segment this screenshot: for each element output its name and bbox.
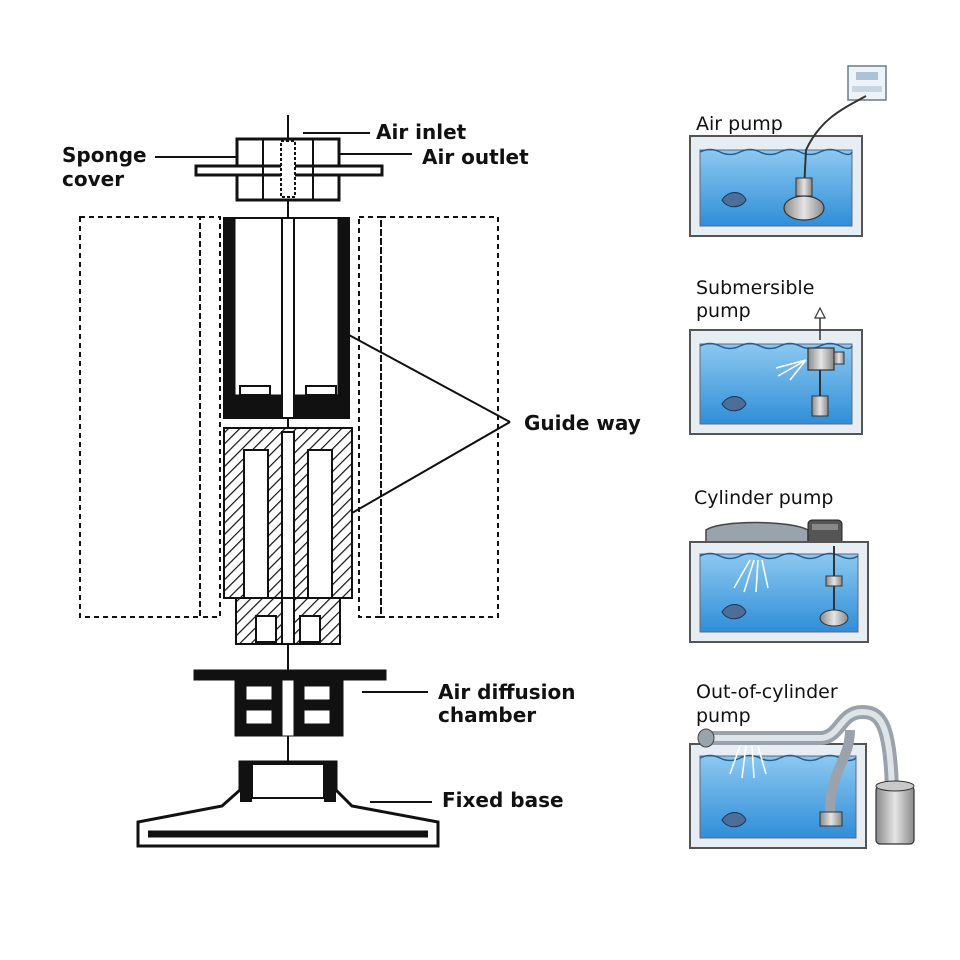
top-cap [194, 137, 384, 202]
air-outlet-label: Air outlet [422, 145, 529, 169]
out-of-cylinder-pump-label-line1: Out-of-cylinder [696, 681, 838, 703]
submersible-pump-panel: Submersible pump [689, 277, 863, 435]
sponge-cover-label-line1: Sponge [62, 143, 147, 167]
air-diffusion-label-line2: chamber [438, 703, 536, 727]
filter-drawing [79, 115, 511, 848]
sponge-cover-label-line2: cover [62, 167, 124, 191]
fish-icon [721, 604, 747, 620]
fixed-base [136, 760, 440, 848]
diffusion-chamber [193, 669, 387, 737]
out-of-cylinder-pump-label-line2: pump [696, 705, 751, 727]
cylinder-pump-panel: Cylinder pump [689, 487, 869, 643]
cylinder-pump-icon [705, 519, 843, 545]
submersible-pump-icon [775, 306, 845, 417]
sponge-outline-right [358, 216, 499, 618]
cylinder-pump-label: Cylinder pump [694, 487, 833, 509]
out-of-cylinder-pump-panel: Out-of-cylinder pump [689, 681, 915, 849]
air-pump-icon [847, 65, 887, 101]
upper-guide-tube [223, 217, 350, 419]
lower-guide-tube [223, 427, 353, 645]
fixed-base-label: Fixed base [442, 788, 564, 812]
fish-icon [721, 192, 747, 208]
fish-icon [721, 396, 747, 412]
guide-way-label: Guide way [524, 411, 641, 435]
air-diffusion-label-line1: Air diffusion [438, 680, 576, 704]
fish-icon [721, 812, 747, 828]
sponge-outline-left [79, 216, 221, 618]
submersible-pump-label-line2: pump [696, 300, 751, 322]
air-pump-panel: Air pump [689, 65, 887, 237]
submersible-pump-label-line1: Submersible [696, 277, 814, 299]
leader-lines [155, 132, 511, 803]
air-inlet-label: Air inlet [376, 120, 467, 144]
air-pump-label: Air pump [696, 113, 783, 135]
out-of-cylinder-pump-icon [697, 704, 915, 845]
